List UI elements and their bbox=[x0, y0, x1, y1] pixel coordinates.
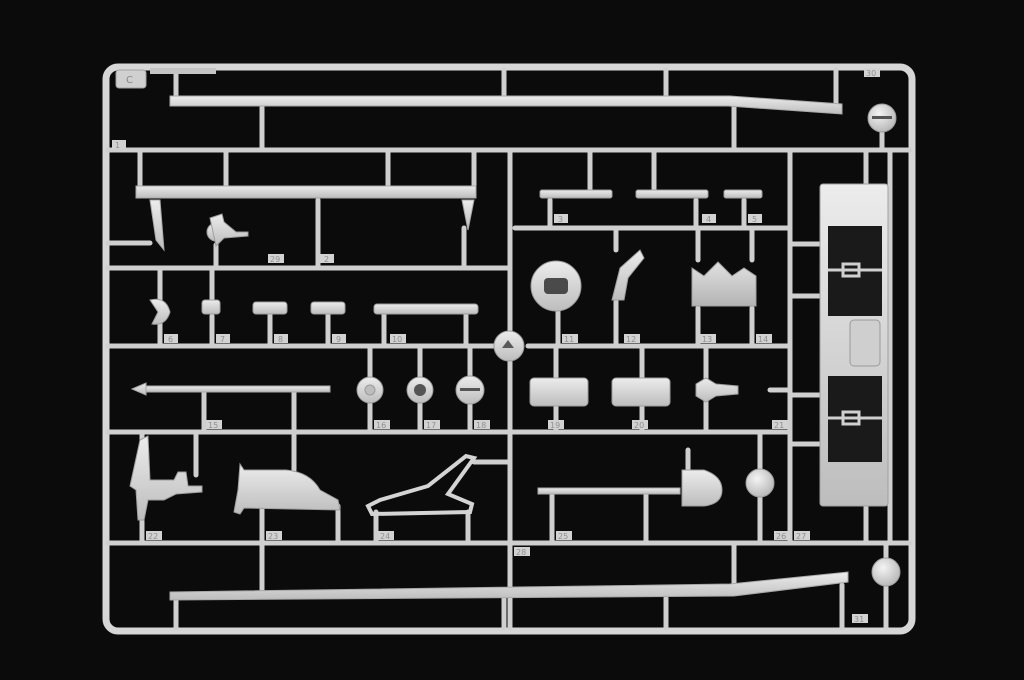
part-number-29: 29 bbox=[270, 255, 280, 264]
sprue-letter: C bbox=[126, 75, 133, 86]
round-parts bbox=[356, 103, 897, 405]
part-long-bottom bbox=[169, 571, 849, 601]
part-number-22: 22 bbox=[148, 532, 158, 541]
part-6 bbox=[149, 298, 171, 325]
part-strut-right bbox=[461, 199, 475, 231]
part-10 bbox=[373, 303, 479, 315]
part-22 bbox=[129, 435, 203, 521]
sprue-runners bbox=[105, 67, 913, 631]
part-24 bbox=[365, 453, 478, 517]
part-number-16: 16 bbox=[376, 421, 386, 430]
part-rail bbox=[135, 185, 477, 199]
part-9 bbox=[310, 301, 346, 315]
part-number-11: 11 bbox=[564, 335, 574, 344]
part-number-20: 20 bbox=[634, 421, 644, 430]
part-number-17: 17 bbox=[426, 421, 436, 430]
part-number-13: 13 bbox=[702, 335, 712, 344]
sprue-id-tab: C bbox=[115, 68, 216, 89]
part-5 bbox=[723, 189, 763, 199]
part-number-2: 2 bbox=[324, 255, 329, 264]
part-13 bbox=[691, 261, 757, 307]
part-7 bbox=[201, 299, 221, 315]
part-number-19: 19 bbox=[550, 421, 560, 430]
part-number-23: 23 bbox=[268, 532, 278, 541]
part-number-25: 25 bbox=[558, 532, 568, 541]
part-rod-tip bbox=[130, 382, 147, 396]
part-number-12: 12 bbox=[626, 335, 636, 344]
part-21 bbox=[695, 377, 739, 403]
part-long-top bbox=[169, 95, 843, 115]
part-number-26: 26 bbox=[776, 532, 786, 541]
part-4 bbox=[635, 189, 709, 199]
part-ball-bottom bbox=[871, 557, 901, 587]
part-number-7: 7 bbox=[220, 335, 225, 344]
part-rod bbox=[145, 385, 331, 393]
part-number-30: 30 bbox=[866, 69, 876, 78]
part-number-14: 14 bbox=[758, 335, 768, 344]
part-number-10: 10 bbox=[392, 335, 402, 344]
part-number-8: 8 bbox=[278, 335, 283, 344]
part-19 bbox=[529, 377, 589, 407]
part-number-5: 5 bbox=[752, 215, 757, 224]
part-12 bbox=[611, 249, 645, 301]
part-number-27: 27 bbox=[796, 532, 806, 541]
sprue-frame bbox=[102, 63, 916, 635]
part-20 bbox=[611, 377, 671, 407]
part-strut-left bbox=[149, 199, 165, 252]
part-number-31: 31 bbox=[854, 615, 864, 624]
part-number-6: 6 bbox=[168, 335, 173, 344]
part-8 bbox=[252, 301, 288, 315]
long-parts bbox=[130, 95, 849, 601]
part-number-28: 28 bbox=[516, 548, 526, 557]
part-29-arm bbox=[209, 213, 249, 248]
part-number-24: 24 bbox=[380, 532, 390, 541]
part-number-tags: 1 2 3 4 5 6 7 8 9 10 11 12 13 14 15 16 1… bbox=[112, 68, 880, 624]
part-number-18: 18 bbox=[476, 421, 486, 430]
part-23 bbox=[233, 462, 341, 515]
part-3 bbox=[539, 189, 613, 199]
part-number-9: 9 bbox=[336, 335, 341, 344]
part-large-panel bbox=[819, 183, 889, 507]
part-number-3: 3 bbox=[558, 215, 563, 224]
part-number-21: 21 bbox=[774, 421, 784, 430]
part-rod-shaft bbox=[537, 487, 681, 495]
small-parts bbox=[129, 189, 901, 587]
part-26 bbox=[745, 468, 775, 498]
part-number-15: 15 bbox=[208, 421, 218, 430]
part-25-head bbox=[681, 469, 723, 507]
part-number-1: 1 bbox=[115, 141, 120, 150]
part-number-4: 4 bbox=[706, 215, 711, 224]
